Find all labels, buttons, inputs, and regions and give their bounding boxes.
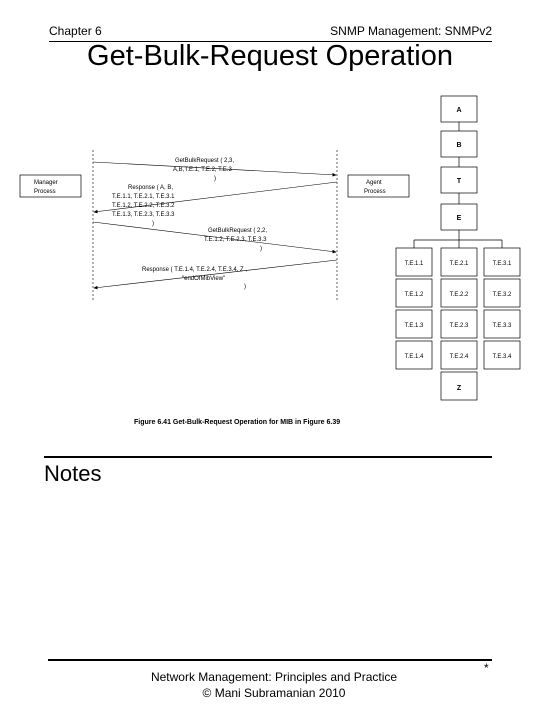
agent-process-box: Agent Process [347, 174, 410, 198]
request2-line3: ) [260, 246, 262, 252]
mib-cell [440, 340, 478, 370]
mib-cell [440, 247, 478, 277]
notes-heading: Notes [44, 461, 102, 486]
header-rule [49, 41, 492, 42]
request2-line1: GetBulkRequest ( 2,2, [208, 228, 267, 234]
agent-label-line2: Process [364, 189, 386, 195]
figure-diagram: Manager Process Agent Process GetBulkReq… [19, 95, 521, 426]
page-title: Get-Bulk-Request Operation [87, 40, 453, 72]
mib-cell [483, 340, 521, 370]
footer-line1: Network Management: Principles and Pract… [150, 670, 398, 684]
mib-cell [395, 309, 433, 339]
figure-caption: Figure 6.41 Get-Bulk-Request Operation f… [134, 419, 340, 426]
response1-line1: Response ( A, B, [128, 185, 173, 191]
response1-line3: T.E.1.2, T.E.2.2, T.E.3.2 [112, 203, 175, 209]
manager-label-line2: Process [34, 189, 56, 195]
response1-arrow [93, 181, 338, 214]
mib-cell-label: T.E.2.3 [450, 323, 469, 329]
response1-line2: T.E.1.1, T.E.2.1, T.E.3.1 [112, 194, 175, 200]
manager-label-line1: Manager [34, 180, 58, 186]
mib-cell [483, 309, 521, 339]
manager-process-box: Manager Process [19, 174, 82, 198]
mib-node-b [440, 130, 478, 158]
request1-line3: ) [214, 176, 216, 182]
mib-cell-label: T.E.1.1 [405, 261, 424, 267]
footer-rule [48, 659, 492, 661]
mib-node-z [440, 371, 478, 401]
mib-node-t [440, 166, 478, 194]
mib-node-z-label: Z [457, 385, 462, 392]
mib-node-b-label: B [456, 142, 461, 149]
request1-line2: A,B,T.E.1, T.E.2, T.E.3 [173, 167, 232, 173]
mib-node-e-label: E [457, 215, 462, 222]
mib-cell-label: T.E.3.4 [493, 354, 512, 360]
mib-node-a-label: A [456, 107, 461, 114]
response2-line2: "endOfMibView" [182, 276, 225, 282]
chapter-label: Chapter 6 [49, 24, 102, 38]
topic-label: SNMP Management: SNMPv2 [330, 24, 492, 38]
mib-cell [440, 278, 478, 308]
mib-cell-label: T.E.2.1 [450, 261, 469, 267]
request1-line1: GetBulkRequest ( 2,3, [175, 158, 234, 164]
mib-cell [395, 247, 433, 277]
mib-cell [395, 340, 433, 370]
request2-line2: T.E.1.2, T.E.2.3, T.E.3.3 [204, 237, 267, 243]
mib-node-e [440, 203, 478, 231]
mib-cell [395, 278, 433, 308]
page-marker: * [484, 661, 489, 675]
mib-cell [483, 247, 521, 277]
mib-cell [440, 309, 478, 339]
mib-cell-label: T.E.3.1 [493, 261, 512, 267]
footer-line2: © Mani Subramanian 2010 [202, 686, 346, 700]
response2-line1: Response ( T.E.1.4, T.E.2.4, T.E.3.4, Z … [142, 267, 247, 273]
agent-label-line1: Agent [366, 180, 382, 186]
mib-cell-label: T.E.3.2 [493, 292, 512, 298]
mib-cell-label: T.E.1.4 [405, 354, 424, 360]
request2-arrow [92, 221, 337, 254]
mib-cell-label: T.E.1.2 [405, 292, 424, 298]
mib-cell-label: T.E.2.4 [450, 354, 469, 360]
response2-arrow [93, 259, 338, 290]
response2-line3: ) [244, 284, 246, 290]
mib-cell-label: T.E.1.3 [405, 323, 424, 329]
mib-cell-label: T.E.3.3 [493, 323, 512, 329]
mib-cell-label: T.E.2.2 [450, 292, 469, 298]
request1-arrow [92, 161, 337, 177]
mib-cell [483, 278, 521, 308]
footer-text: Network Management: Principles and Pract… [100, 669, 448, 701]
mib-node-t-label: T [457, 178, 462, 185]
notes-rule [44, 456, 492, 458]
response1-line4: T.E.1.3, T.E.2.3, T.E.3.3 [112, 212, 175, 218]
response1-line5: ) [152, 221, 154, 227]
mib-node-a [440, 95, 478, 123]
